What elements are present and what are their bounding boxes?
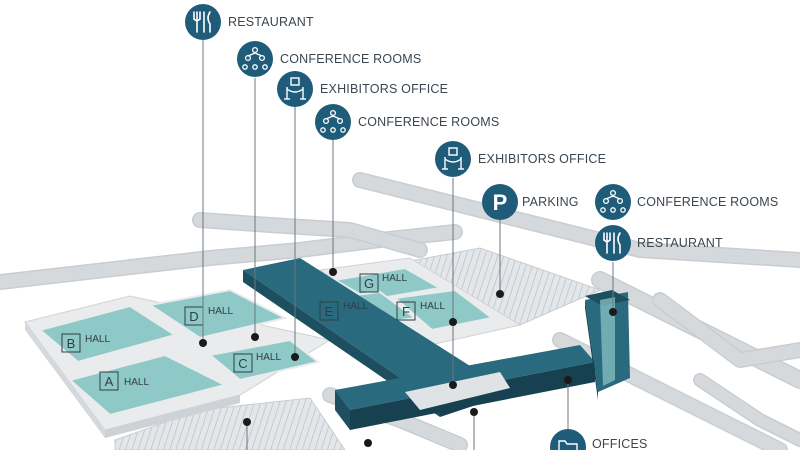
svg-text:C: C <box>238 356 247 371</box>
poi-conference-rooms-2[interactable]: CONFERENCE ROOMS <box>315 104 499 140</box>
folder-icon <box>558 440 578 450</box>
conference-icon <box>600 189 626 213</box>
hall-label-c: C HALL <box>233 352 281 373</box>
hall-label-g: G HALL <box>359 273 407 293</box>
svg-text:G: G <box>364 276 374 291</box>
svg-text:RESTAURANT: RESTAURANT <box>228 15 314 29</box>
conference-icon <box>242 46 268 70</box>
svg-text:CONFERENCE ROOMS: CONFERENCE ROOMS <box>637 195 778 209</box>
conference-icon <box>320 109 346 133</box>
parking-icon: P <box>493 190 508 215</box>
stanchion-icon <box>442 147 464 170</box>
svg-text:HALL: HALL <box>256 352 281 363</box>
svg-text:RESTAURANT: RESTAURANT <box>637 236 723 250</box>
poi-leaders <box>199 40 617 450</box>
hall-floor-b <box>37 304 178 364</box>
fork-knife-icon <box>603 232 621 254</box>
hall-label-a: A HALL <box>99 371 149 391</box>
hall-floor-c <box>207 338 321 382</box>
svg-text:HALL: HALL <box>420 301 445 312</box>
svg-text:B: B <box>67 336 76 351</box>
svg-text:HALL: HALL <box>85 334 110 345</box>
svg-text:F: F <box>402 304 410 319</box>
svg-text:CONFERENCE ROOMS: CONFERENCE ROOMS <box>358 115 499 129</box>
svg-text:CONFERENCE ROOMS: CONFERENCE ROOMS <box>280 52 421 66</box>
poi-restaurant-1[interactable]: RESTAURANT <box>185 4 314 40</box>
svg-text:EXHIBITORS OFFICE: EXHIBITORS OFFICE <box>478 152 606 166</box>
hall-label-e: E HALL <box>319 301 368 321</box>
poi-offices[interactable]: OFFICES <box>550 429 648 450</box>
poi-conference-rooms-3[interactable]: CONFERENCE ROOMS <box>595 184 778 220</box>
stanchion-icon <box>284 77 306 100</box>
hall-floor-f <box>392 288 495 332</box>
poi-parking[interactable]: P PARKING <box>482 184 579 220</box>
main-building <box>243 258 630 430</box>
hall-label-b: B HALL <box>61 333 110 353</box>
svg-text:E: E <box>325 304 334 319</box>
svg-text:HALL: HALL <box>343 301 368 312</box>
hall-floor-a <box>67 353 228 417</box>
hall-label-f: F HALL <box>396 301 445 321</box>
poi-restaurant-2[interactable]: RESTAURANT <box>595 225 723 261</box>
svg-text:EXHIBITORS OFFICE: EXHIBITORS OFFICE <box>320 82 448 96</box>
svg-text:PARKING: PARKING <box>522 195 579 209</box>
poi-conference-rooms-1[interactable]: CONFERENCE ROOMS <box>237 41 421 77</box>
svg-text:HALL: HALL <box>208 306 233 317</box>
svg-text:D: D <box>189 309 198 324</box>
svg-text:OFFICES: OFFICES <box>592 437 648 450</box>
road-network <box>0 172 800 450</box>
poi-exhibitors-office-1[interactable]: EXHIBITORS OFFICE <box>277 71 448 107</box>
svg-text:HALL: HALL <box>124 377 149 388</box>
svg-text:HALL: HALL <box>382 273 407 284</box>
svg-text:A: A <box>105 374 114 389</box>
poi-exhibitors-office-2[interactable]: EXHIBITORS OFFICE <box>435 141 606 177</box>
fork-knife-icon <box>193 11 211 33</box>
